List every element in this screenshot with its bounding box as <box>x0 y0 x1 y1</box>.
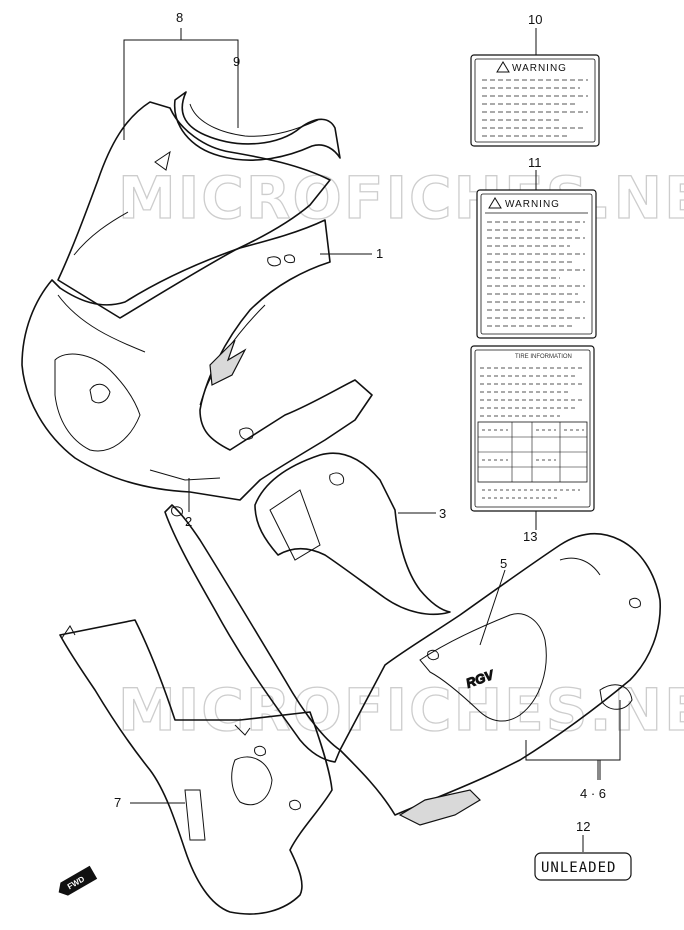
callout-numbers: 8 9 1 2 3 5 4 · 6 7 10 11 13 12 <box>114 10 606 834</box>
callout-10: 10 <box>528 12 542 27</box>
callout-13: 13 <box>523 529 537 544</box>
lead-lines <box>123 28 621 852</box>
callout-9: 9 <box>233 54 240 69</box>
callout-4-6: 4 · 6 <box>580 786 606 801</box>
warning-triangle-icon <box>496 61 510 73</box>
label-warning-small[interactable]: WARNING <box>470 54 600 147</box>
callout-7: 7 <box>114 795 121 810</box>
callout-5: 5 <box>500 556 507 571</box>
callout-12: 12 <box>576 819 590 834</box>
part-windscreen[interactable] <box>173 91 341 161</box>
watermark-bottom: MICROFICHES.NET <box>118 676 684 744</box>
callout-11: 11 <box>528 155 542 170</box>
callout-8: 8 <box>176 10 183 25</box>
part-lower-cowl[interactable] <box>59 619 333 915</box>
tire-label-title: TIRE INFORMATION <box>515 354 572 360</box>
callout-2: 2 <box>185 514 192 529</box>
callout-1: 1 <box>376 246 383 261</box>
fwd-arrow-icon: FWD <box>58 865 98 896</box>
warning-small-title: WARNING <box>512 63 567 74</box>
label-warning-large[interactable]: WARNING <box>476 189 597 339</box>
part-inner-duct[interactable] <box>254 452 451 616</box>
warning-triangle-icon <box>488 197 502 209</box>
label-tire-info[interactable]: TIRE INFORMATION <box>470 345 595 512</box>
watermark-top: MICROFICHES.NET <box>118 164 684 232</box>
part-upper-cowl[interactable] <box>21 219 373 501</box>
unleaded-text: UNLEADED <box>541 860 616 876</box>
label-unleaded[interactable]: UNLEADED <box>534 852 632 881</box>
warning-large-title: WARNING <box>505 199 560 210</box>
part-lower-bracket[interactable] <box>164 504 341 763</box>
callout-3: 3 <box>439 506 446 521</box>
